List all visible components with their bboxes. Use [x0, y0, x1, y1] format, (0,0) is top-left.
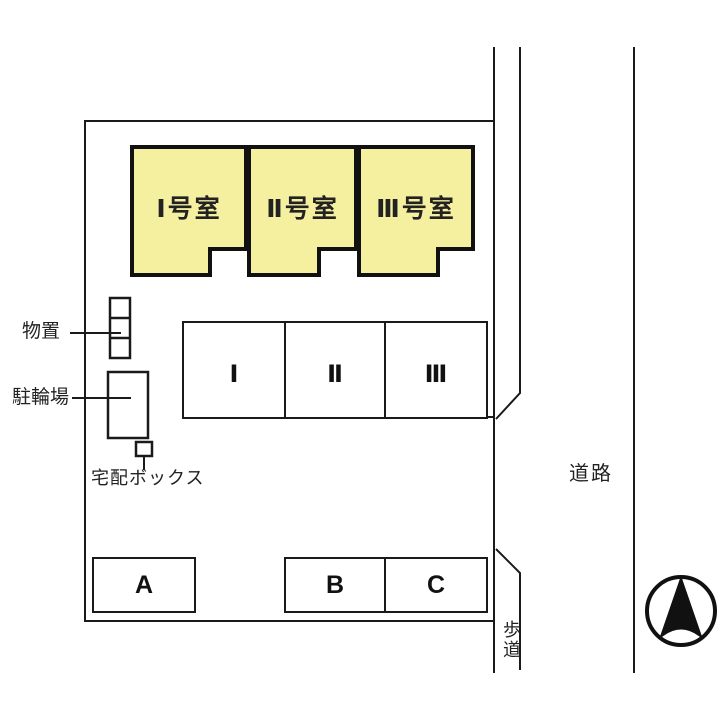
sidewalk-outer-line-lower — [495, 548, 521, 670]
building-unit-1-label: Ⅰ号室 — [156, 195, 222, 223]
parking-stall-2-label: Ⅱ — [327, 361, 343, 388]
parking-stall-b-label: B — [325, 571, 345, 599]
sidewalk-outer-line-upper — [495, 47, 521, 420]
road-label: 道路 — [569, 463, 613, 485]
sidewalk-label: 歩道 — [501, 620, 521, 660]
parking-stall-1-label: Ⅰ — [229, 361, 239, 388]
delivery-box — [134, 440, 154, 458]
building-unit-3 — [357, 145, 475, 277]
building-unit-2-label: Ⅱ号室 — [266, 195, 339, 223]
storage-label: 物置 — [22, 321, 61, 342]
parking-stall-3-label: Ⅲ — [424, 361, 448, 388]
north-arrow-icon — [645, 575, 717, 647]
building-unit-1 — [130, 145, 248, 277]
building-unit-3-label: Ⅲ号室 — [376, 195, 456, 223]
bicycle-parking-box — [106, 370, 150, 440]
storage-shed-box — [108, 296, 132, 360]
parking-stall-a-label: A — [134, 571, 154, 599]
property-boundary — [84, 120, 494, 622]
parking-row-box — [182, 321, 488, 419]
parking-stall-a-box — [92, 557, 196, 613]
parking-stall-c-label: C — [426, 571, 446, 599]
bicycle-parking-label: 駐輪場 — [12, 387, 70, 408]
north-arrow-triangle — [658, 575, 704, 640]
building-unit-2 — [247, 145, 358, 277]
delivery-box-label: 宅配ボックス — [91, 468, 205, 488]
north-arrow-circle — [645, 575, 717, 647]
